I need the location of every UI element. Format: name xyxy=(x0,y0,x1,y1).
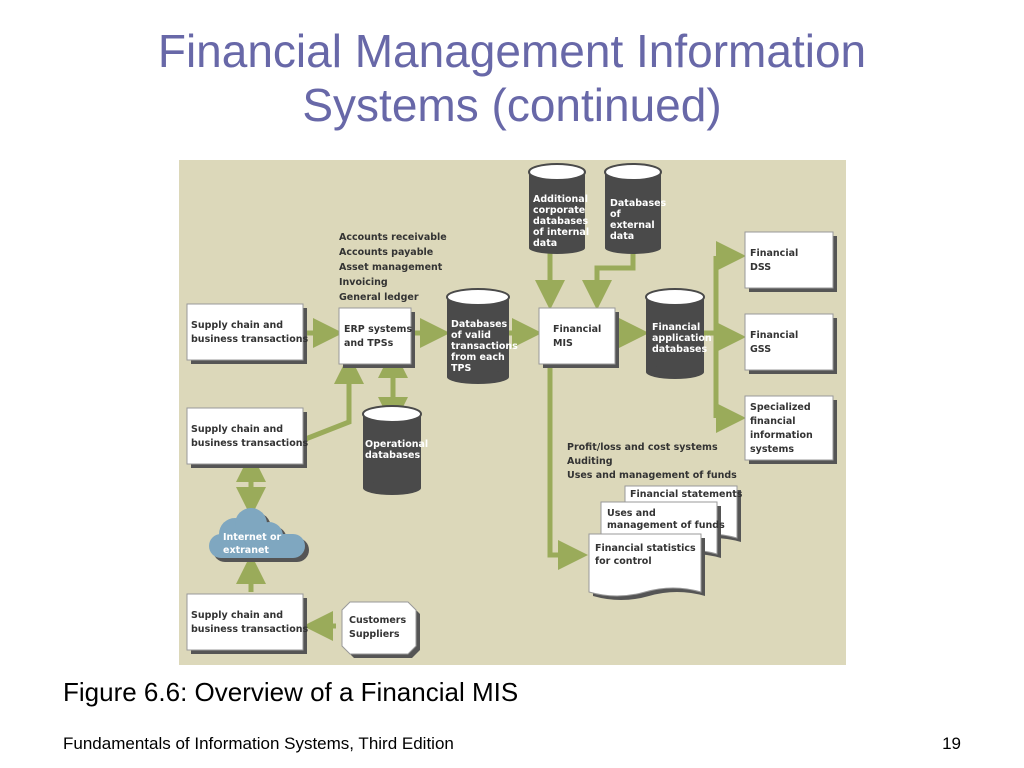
valid-db-label: transactions xyxy=(451,341,518,352)
supply-chain-2-label-line1: Supply chain and xyxy=(191,424,283,435)
external-db-label: Databases xyxy=(610,198,667,209)
customers-label: Customers xyxy=(349,615,406,626)
internal-db-label: Additional xyxy=(533,194,588,205)
internet-cloud: Internet or extranet xyxy=(209,508,309,562)
gss-label-line2: GSS xyxy=(750,344,771,355)
financial-dss-box: Financial DSS xyxy=(744,231,837,292)
external-database: Databases of external data xyxy=(604,163,667,254)
erp-box: ERP systems and TPSs xyxy=(338,307,415,368)
financial-statistics-label: for control xyxy=(595,556,652,567)
mis-list-item: Auditing xyxy=(567,456,613,467)
external-db-label: of xyxy=(610,209,622,220)
title-line-1: Financial Management Information xyxy=(157,25,867,77)
cloud-label-line2: extranet xyxy=(223,545,269,556)
dss-label-line1: Financial xyxy=(750,248,798,259)
specialized-label: Specialized xyxy=(750,402,811,413)
fin-app-db-label: application xyxy=(652,333,712,344)
financial-statements-label: Financial statements xyxy=(630,489,743,500)
internal-db-label: corporate xyxy=(533,205,585,216)
supply-chain-box-3: Supply chain and business transactions xyxy=(186,593,308,654)
slide-title: Financial Management Information Systems… xyxy=(40,24,984,132)
valid-db-label: of valid xyxy=(451,330,491,341)
gss-label-line1: Financial xyxy=(750,330,798,341)
erp-list-item: Invoicing xyxy=(339,277,388,288)
financial-statistics-label: Financial statistics xyxy=(595,543,696,554)
internal-db-label: of internal xyxy=(533,227,589,238)
supply-chain-box-2: Supply chain and business transactions xyxy=(186,407,308,468)
specialized-label: systems xyxy=(750,444,794,455)
external-db-label: external xyxy=(610,220,655,231)
operational-db-label: databases xyxy=(365,450,420,461)
mis-list-item: Uses and management of funds xyxy=(567,470,737,481)
suppliers-label: Suppliers xyxy=(349,629,400,640)
valid-db-label: from each xyxy=(451,352,505,363)
figure-caption: Figure 6.6: Overview of a Financial MIS xyxy=(63,677,519,707)
valid-db-label: TPS xyxy=(451,363,471,374)
mis-function-list: Profit/loss and cost systems Auditing Us… xyxy=(567,442,737,481)
flow-arrows xyxy=(236,241,746,641)
financial-application-database: Financial application databases xyxy=(645,288,712,379)
valid-transactions-database: Databases of valid transactions from eac… xyxy=(446,288,518,384)
supply-chain-box-1: Supply chain and business transactions xyxy=(186,303,308,364)
operational-database: Operational databases xyxy=(362,405,428,495)
supply-chain-3-label-line2: business transactions xyxy=(191,624,308,635)
financial-gss-box: Financial GSS xyxy=(744,313,837,374)
specialized-label: information xyxy=(750,430,813,441)
page-number: 19 xyxy=(942,734,961,753)
financial-mis-label-line1: Financial xyxy=(553,324,601,335)
dss-label-line2: DSS xyxy=(750,262,771,273)
operational-db-label: Operational xyxy=(365,439,428,450)
diagram-canvas: Supply chain and business transactions S… xyxy=(186,163,837,658)
supply-chain-1-label-line1: Supply chain and xyxy=(191,320,283,331)
uses-funds-label: Uses and xyxy=(607,508,656,519)
internal-db-label: databases xyxy=(533,216,588,227)
financial-mis-diagram: Supply chain and business transactions S… xyxy=(179,160,846,665)
specialized-systems-box: Specialized financial information system… xyxy=(744,395,837,464)
erp-label-line2: and TPSs xyxy=(344,338,394,349)
internal-database: Additional corporate databases of intern… xyxy=(528,163,589,254)
customers-suppliers-box: Customers Suppliers xyxy=(341,601,420,658)
supply-chain-1-label-line2: business transactions xyxy=(191,334,308,345)
supply-chain-2-label-line2: business transactions xyxy=(191,438,308,449)
cloud-label-line1: Internet or xyxy=(223,532,282,543)
financial-mis-label-line2: MIS xyxy=(553,338,573,349)
fin-app-db-label: Financial xyxy=(652,322,700,333)
erp-label-line1: ERP systems xyxy=(344,324,412,335)
mis-list-item: Profit/loss and cost systems xyxy=(567,442,718,453)
specialized-label: financial xyxy=(750,416,796,427)
footer-book-title: Fundamentals of Information Systems, Thi… xyxy=(63,734,454,753)
valid-db-label: Databases xyxy=(451,319,508,330)
financial-mis-box: Financial MIS xyxy=(538,307,619,368)
uses-funds-label: management of funds xyxy=(607,520,725,531)
report-stack: Financial statements Uses and management… xyxy=(588,485,743,600)
erp-list-item: Asset management xyxy=(339,262,443,273)
supply-chain-3-label-line1: Supply chain and xyxy=(191,610,283,621)
fin-app-db-label: databases xyxy=(652,344,707,355)
erp-list-item: Accounts receivable xyxy=(339,232,447,243)
erp-function-list: Accounts receivable Accounts payable Ass… xyxy=(339,232,447,303)
erp-list-item: Accounts payable xyxy=(339,247,433,258)
internal-db-label: data xyxy=(533,238,557,249)
title-line-2: Systems (continued) xyxy=(302,79,722,131)
erp-list-item: General ledger xyxy=(339,292,419,303)
external-db-label: data xyxy=(610,231,634,242)
